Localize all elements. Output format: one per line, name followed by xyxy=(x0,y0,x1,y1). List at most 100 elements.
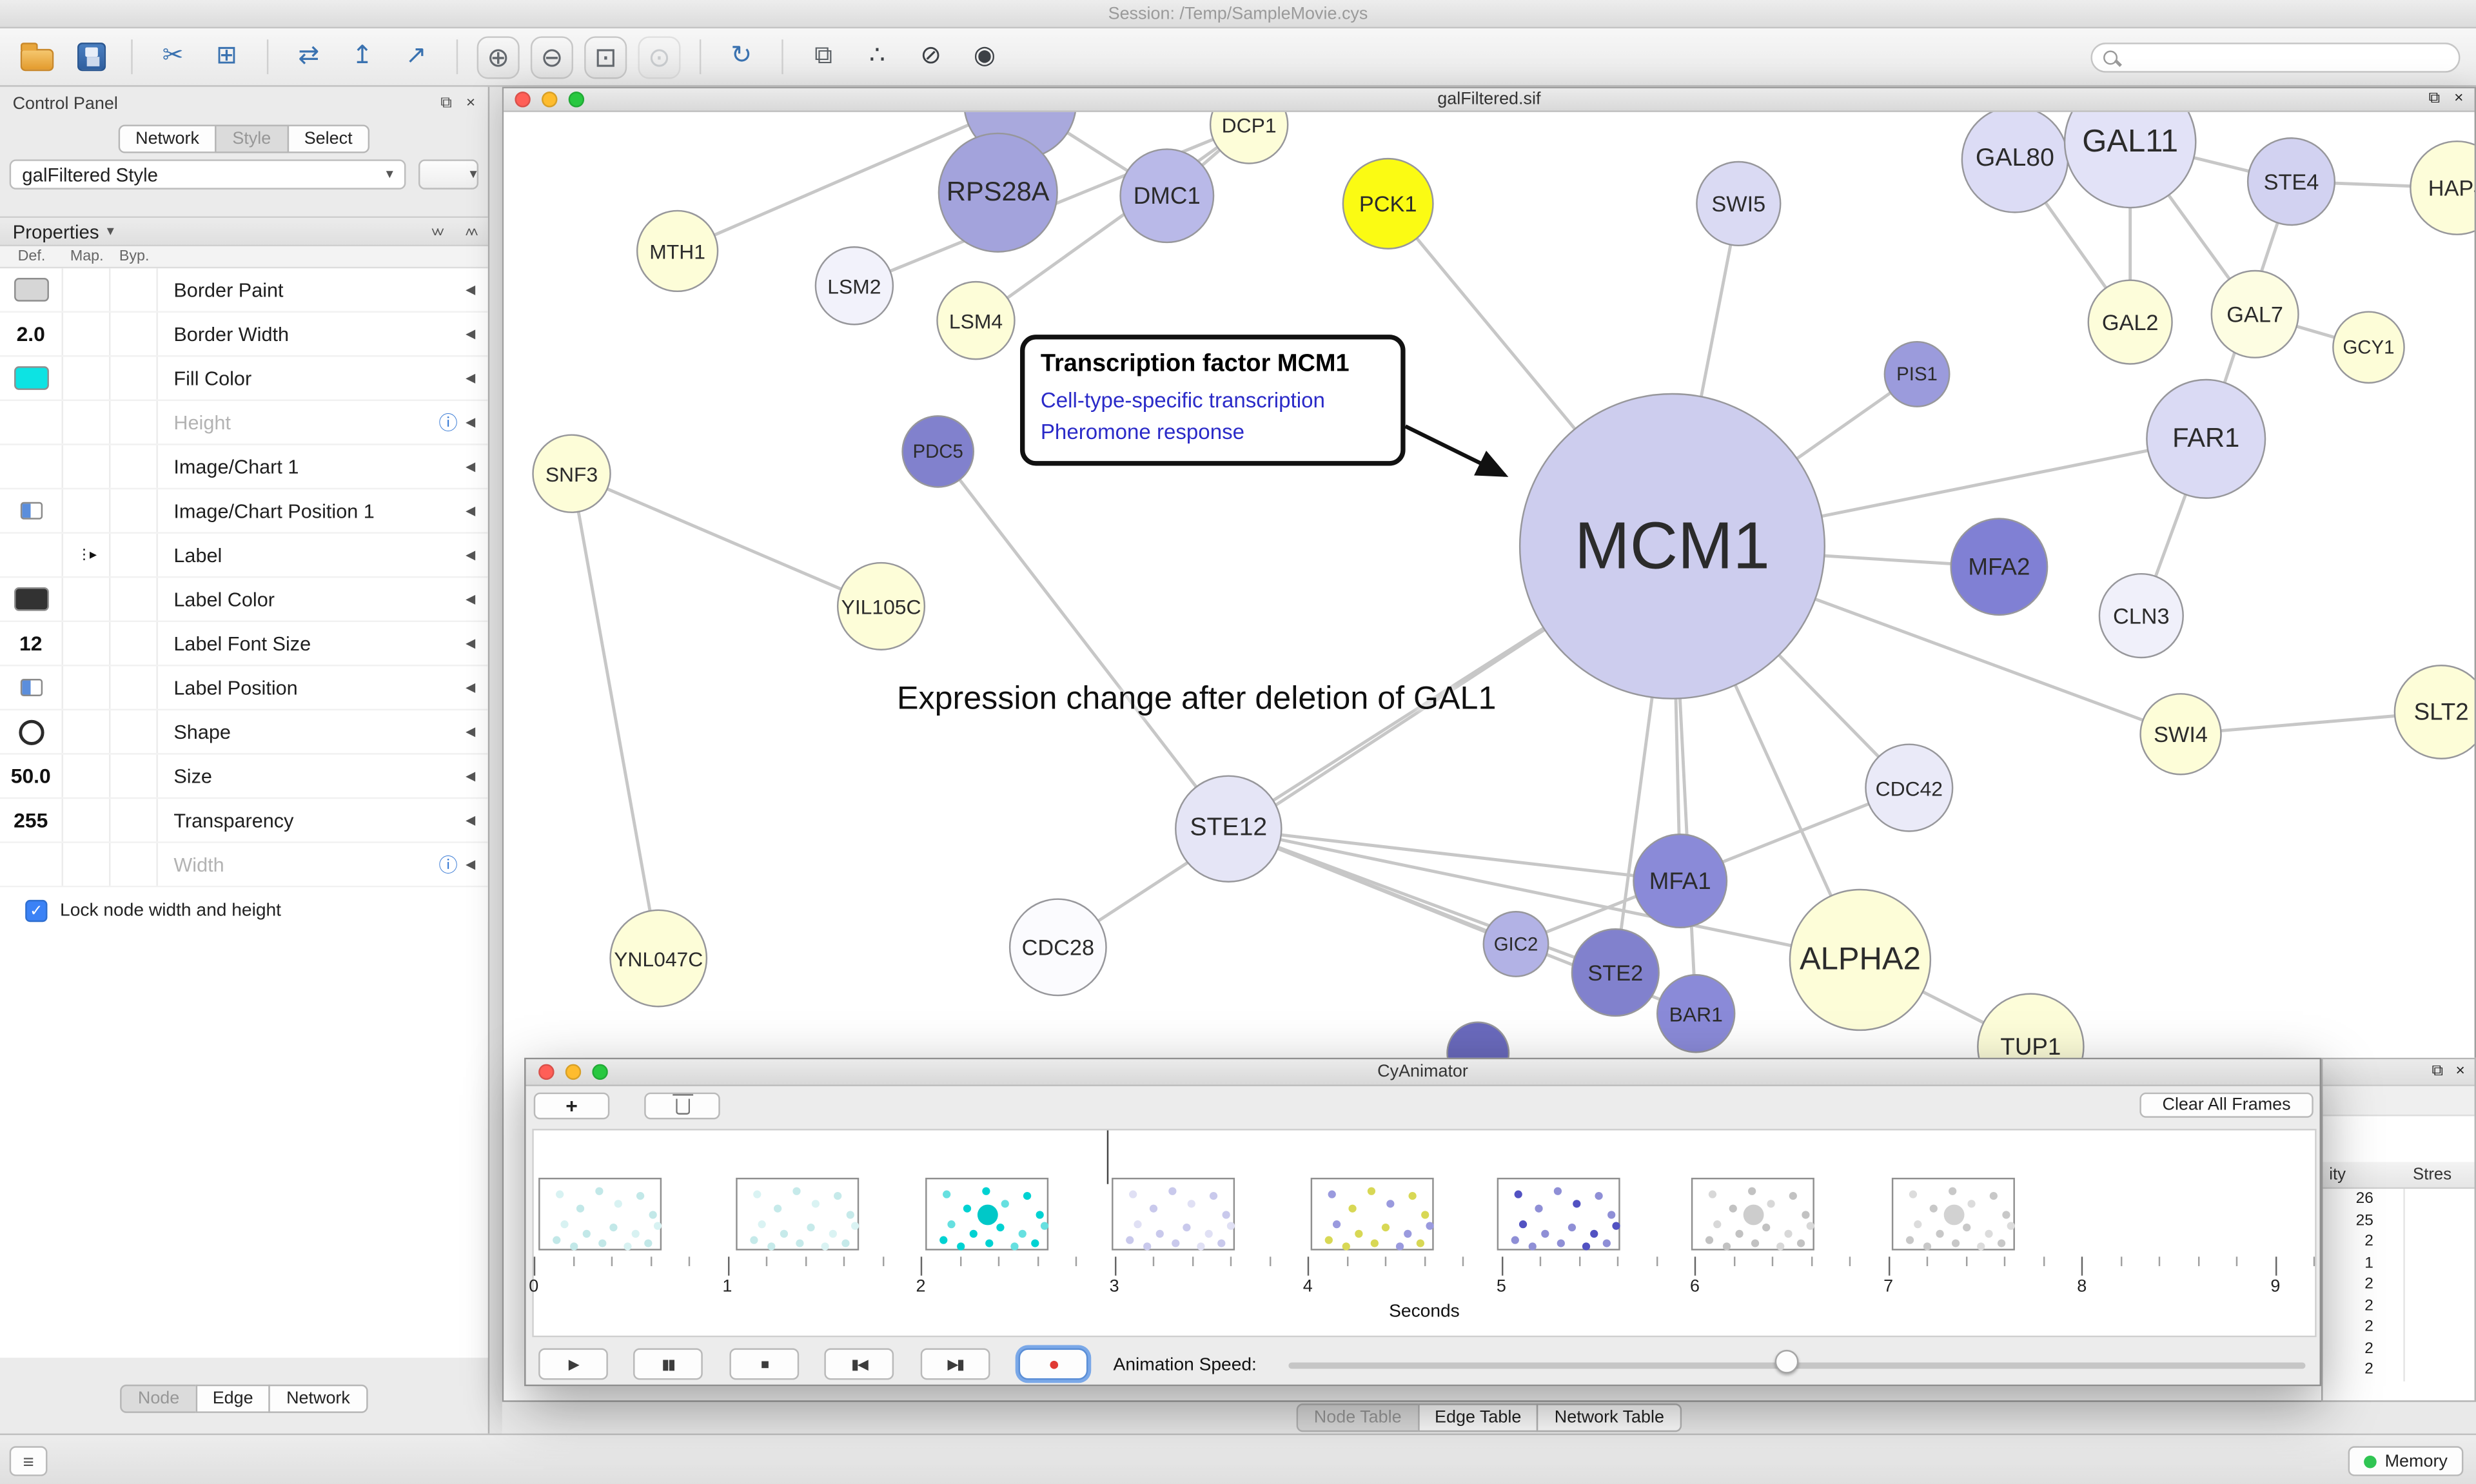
open-session-button[interactable] xyxy=(15,35,58,78)
expand-arrow-icon[interactable]: ◀ xyxy=(466,636,476,650)
node-gal2[interactable]: GAL2 xyxy=(2087,279,2173,365)
expand-arrow-icon[interactable]: ◀ xyxy=(466,326,476,341)
expand-arrow-icon[interactable]: ◀ xyxy=(466,813,476,828)
property-row-shape[interactable]: Shape◀ xyxy=(0,710,488,755)
property-row-border-paint[interactable]: Border Paint◀ xyxy=(0,268,488,313)
zoom-in-button[interactable]: ⊕ xyxy=(477,35,520,79)
annotation-link-1[interactable]: Cell-type-specific transcription xyxy=(1040,388,1325,413)
search-field[interactable] xyxy=(2090,41,2461,72)
default-cell[interactable] xyxy=(0,666,63,709)
edge-pdc5-ste12[interactable] xyxy=(936,450,1230,830)
expand-arrow-icon[interactable]: ◀ xyxy=(466,857,476,872)
close-traffic-light[interactable] xyxy=(515,92,531,108)
default-cell[interactable]: 2.0 xyxy=(0,312,63,356)
frame-thumbnail-3[interactable] xyxy=(925,1177,1049,1251)
bypass-cell[interactable] xyxy=(110,799,158,842)
node-ste2[interactable]: STE2 xyxy=(1571,928,1660,1017)
node-dcp1[interactable]: DCP1 xyxy=(1209,112,1289,164)
default-cell[interactable] xyxy=(0,356,63,400)
network-window-titlebar[interactable]: galFiltered.sif ⧉ × xyxy=(504,88,2475,112)
node-cln3[interactable]: CLN3 xyxy=(2098,572,2184,659)
bypass-cell[interactable] xyxy=(110,356,158,400)
lock-checkbox[interactable]: ✓ xyxy=(25,899,48,923)
node-mth1[interactable]: MTH1 xyxy=(636,210,719,293)
save-session-button[interactable] xyxy=(70,35,112,78)
export-table-button[interactable]: ↥ xyxy=(341,35,384,78)
node-gal80[interactable]: GAL80 xyxy=(1961,112,2069,213)
panel-tab-node[interactable]: Node xyxy=(120,1384,197,1413)
mapping-cell[interactable] xyxy=(63,445,111,488)
default-cell[interactable] xyxy=(0,533,63,576)
tab-network[interactable]: Network xyxy=(118,124,217,153)
node-gic2[interactable]: GIC2 xyxy=(1482,911,1549,977)
node-cdc42[interactable]: CDC42 xyxy=(1865,743,1954,832)
node-swi4[interactable]: SWI4 xyxy=(2139,693,2222,776)
add-frame-button[interactable]: + xyxy=(533,1092,610,1120)
close-traffic-light[interactable] xyxy=(538,1064,555,1080)
mapping-cell[interactable] xyxy=(63,843,111,886)
node-mcm1[interactable]: MCM1 xyxy=(1518,393,1826,699)
bypass-cell[interactable] xyxy=(110,533,158,576)
node-swi5[interactable]: SWI5 xyxy=(1696,161,1782,247)
node-slt2[interactable]: SLT2 xyxy=(2393,665,2475,759)
previous-frame-button[interactable]: ▮◀ xyxy=(824,1348,894,1380)
memory-button[interactable]: Memory xyxy=(2348,1446,2464,1476)
mapping-cell[interactable] xyxy=(63,710,111,754)
style-selector[interactable]: galFiltered Style ▾ xyxy=(9,159,406,190)
node-mfa2[interactable]: MFA2 xyxy=(1950,518,2049,616)
default-cell[interactable]: 12 xyxy=(0,621,63,665)
float-panel-icon[interactable]: ⧉ xyxy=(440,94,452,112)
property-row-fill-color[interactable]: Fill Color◀ xyxy=(0,356,488,402)
node-gal11[interactable]: GAL11 xyxy=(2063,112,2197,209)
panel-tab-edge[interactable]: Edge xyxy=(195,1384,271,1413)
export-network-button[interactable]: ↗ xyxy=(395,35,437,78)
canvas-caption[interactable]: Expression change after deletion of GAL1 xyxy=(897,680,1497,717)
property-row-image-chart-1[interactable]: Image/Chart 1◀ xyxy=(0,445,488,490)
speed-slider-thumb[interactable] xyxy=(1774,1349,1799,1374)
float-window-icon[interactable]: ⧉ xyxy=(2428,90,2441,108)
frame-thumbnail-6[interactable] xyxy=(1497,1177,1620,1251)
node-cdc28[interactable]: CDC28 xyxy=(1008,898,1107,997)
node-alpha2[interactable]: ALPHA2 xyxy=(1789,888,1932,1031)
mapping-cell[interactable] xyxy=(63,578,111,621)
minimize-traffic-light[interactable] xyxy=(542,92,558,108)
close-window-icon[interactable]: × xyxy=(2454,90,2464,108)
minimize-traffic-light[interactable] xyxy=(565,1064,582,1080)
edge-snf3-yil105c[interactable] xyxy=(571,472,882,608)
import-table-button[interactable]: ⊞ xyxy=(205,35,248,78)
mapping-cell[interactable] xyxy=(63,312,111,356)
delete-frame-button[interactable] xyxy=(644,1092,720,1120)
default-cell[interactable] xyxy=(0,445,63,488)
table-tab-network-table[interactable]: Network Table xyxy=(1537,1403,1682,1432)
frame-thumbnail-2[interactable] xyxy=(736,1177,860,1251)
panel-tab-network[interactable]: Network xyxy=(269,1384,368,1413)
collapse-all-icon[interactable]: ˅˅ xyxy=(431,223,444,240)
show-graphics-details-button[interactable]: ◉ xyxy=(963,35,1006,78)
expand-arrow-icon[interactable]: ◀ xyxy=(466,768,476,783)
properties-header[interactable]: Properties ▾ ˅˅ ˄˄ xyxy=(0,216,488,247)
mapping-cell[interactable]: ⋮▸ xyxy=(63,533,111,576)
node-lsm2[interactable]: LSM2 xyxy=(814,246,894,326)
close-panel-icon[interactable]: × xyxy=(466,94,476,112)
float-table-icon[interactable]: ⧉ xyxy=(2432,1062,2443,1080)
default-cell[interactable]: 255 xyxy=(0,799,63,842)
annotation-link-2[interactable]: Pheromone response xyxy=(1040,419,1245,444)
node-ste4[interactable]: STE4 xyxy=(2246,137,2336,226)
expand-arrow-icon[interactable]: ◀ xyxy=(466,725,476,739)
node-lsm4[interactable]: LSM4 xyxy=(936,280,1016,360)
bypass-cell[interactable] xyxy=(110,666,158,709)
table-column-headers[interactable]: ity Stres xyxy=(2323,1162,2475,1189)
edge-snf3-ynl047c[interactable] xyxy=(570,473,660,959)
stop-button[interactable]: ■ xyxy=(729,1348,800,1380)
copy-view-button[interactable]: ⧉ xyxy=(802,35,845,78)
hide-graphics-details-button[interactable]: ⊘ xyxy=(910,35,952,78)
bypass-cell[interactable] xyxy=(110,578,158,621)
mapping-cell[interactable] xyxy=(63,754,111,797)
tab-select[interactable]: Select xyxy=(286,124,370,153)
refresh-view-button[interactable]: ↻ xyxy=(720,35,763,78)
search-input[interactable] xyxy=(2125,47,2448,66)
